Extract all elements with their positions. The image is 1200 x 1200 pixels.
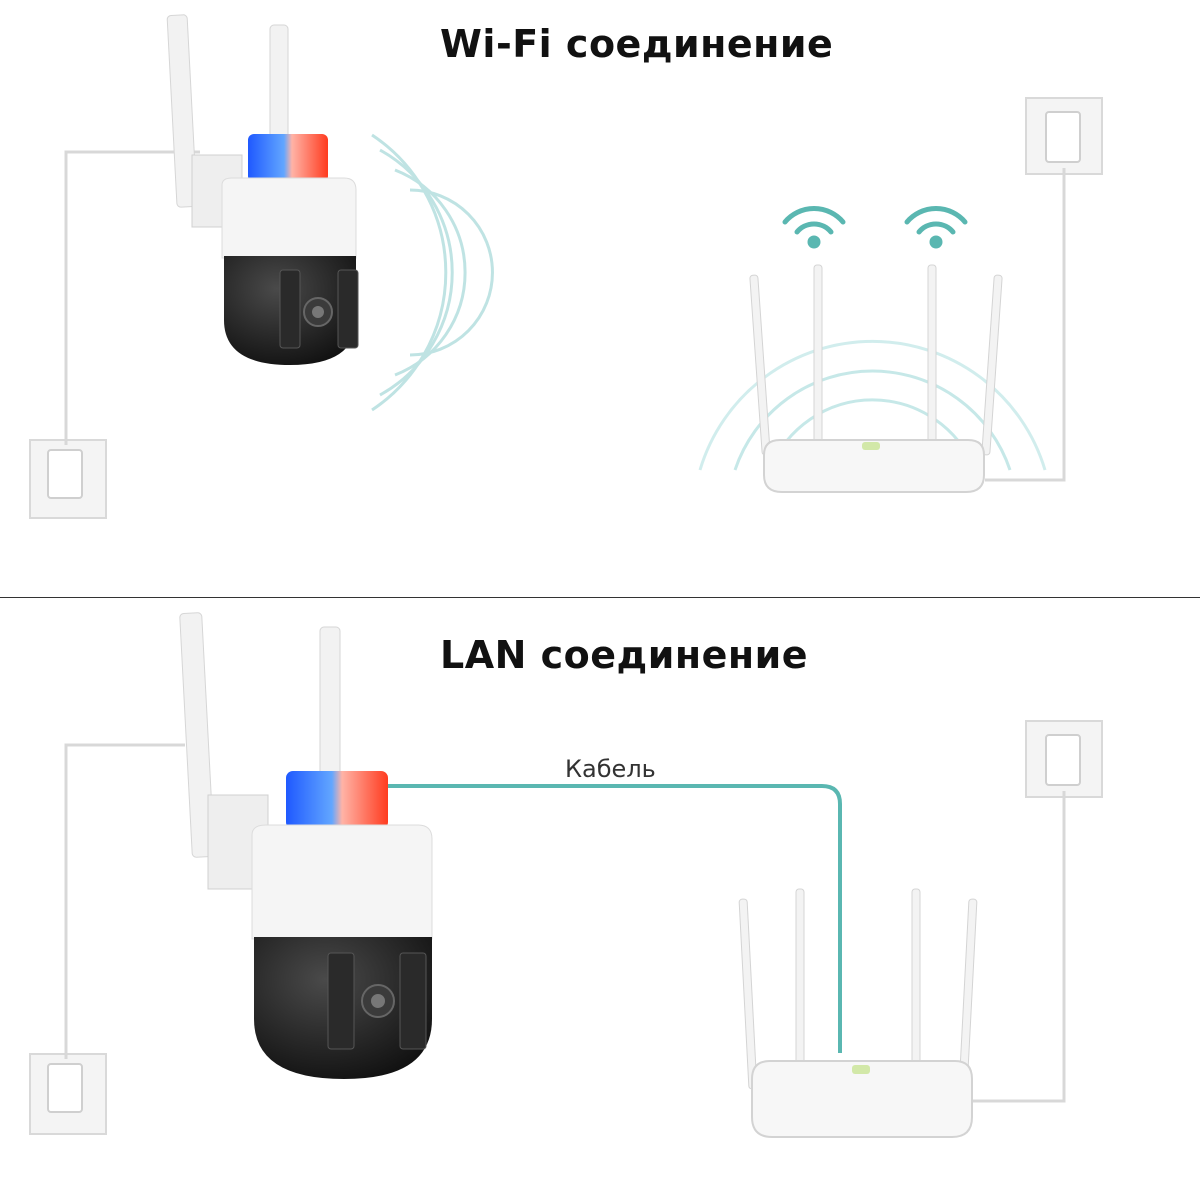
router-icon [749, 264, 1003, 493]
section-divider [0, 597, 1200, 598]
wifi-signal-icon-left [782, 206, 846, 249]
wall-socket-right [1025, 97, 1103, 175]
lan-section-title: LAN соединение [440, 633, 809, 677]
lan-diagram [29, 612, 1103, 1138]
camera-wifi-waves [371, 133, 494, 412]
lan-connection-panel: LAN соединение Кабель [0, 599, 1200, 1200]
wifi-diagram [29, 14, 1103, 519]
power-wire-router [985, 168, 1066, 482]
wall-socket-left [29, 439, 107, 519]
cable-label: Кабель [565, 755, 656, 783]
wifi-signal-icon-right [904, 206, 968, 249]
camera-icon [166, 14, 359, 365]
wifi-section-title: Wi-Fi соединение [440, 22, 834, 66]
power-wire-router [970, 791, 1066, 1103]
wall-socket-right [1025, 720, 1103, 798]
wall-socket-left [29, 1053, 107, 1135]
power-wire-camera [64, 150, 200, 445]
router-icon [738, 888, 978, 1138]
lan-cable [388, 784, 842, 1053]
wifi-connection-panel: Wi-Fi соединение [0, 0, 1200, 598]
camera-icon [179, 612, 433, 1079]
power-wire-camera [64, 743, 185, 1059]
